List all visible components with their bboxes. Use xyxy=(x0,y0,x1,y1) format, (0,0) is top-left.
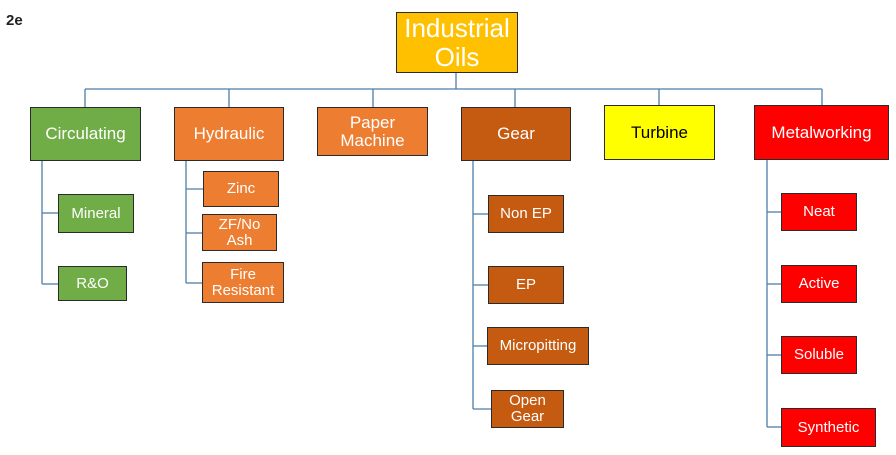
category-metalworking-label: Metalworking xyxy=(771,122,872,142)
child-open-gear-line2: Gear xyxy=(510,408,545,425)
child-non-ep-label: Non EP xyxy=(500,205,552,223)
child-soluble: Soluble xyxy=(781,336,857,374)
category-turbine-label: Turbine xyxy=(630,122,688,142)
child-synthetic: Synthetic xyxy=(781,408,876,447)
child-synthetic-label: Synthetic xyxy=(797,418,860,436)
category-hydraulic-label: Hydraulic xyxy=(193,124,265,144)
child-mineral-label: Mineral xyxy=(71,204,121,222)
category-paper-machine-line1: Paper xyxy=(349,112,396,132)
root-node-industrial-oils: Industrial Oils xyxy=(396,12,518,73)
child-zf-no-ash: ZF/No Ash xyxy=(202,214,277,251)
category-turbine: Turbine xyxy=(604,105,715,160)
root-label-line2: Oils xyxy=(434,41,480,72)
child-micropitting: Micropitting xyxy=(487,327,589,365)
category-gear-label: Gear xyxy=(497,124,535,144)
child-zf-no-ash-line2: Ash xyxy=(226,231,253,249)
child-neat: Neat xyxy=(781,193,857,231)
category-circulating-label: Circulating xyxy=(45,124,126,144)
category-metalworking: Metalworking xyxy=(754,105,889,160)
child-open-gear-line1: Open xyxy=(509,392,546,410)
child-open-gear: Open Gear xyxy=(491,390,564,428)
child-non-ep: Non EP xyxy=(488,195,564,233)
category-hydraulic: Hydraulic xyxy=(174,107,284,161)
child-ep-label: EP xyxy=(515,276,536,294)
child-fire-resistant-line1: Fire xyxy=(230,265,256,283)
child-r-and-o-label: R&O xyxy=(76,274,109,292)
slide-label: 2e xyxy=(6,12,23,29)
root-label-line1: Industrial xyxy=(404,12,510,43)
child-neat-label: Neat xyxy=(803,203,835,221)
category-gear: Gear xyxy=(461,107,571,161)
category-paper-machine: Paper Machine xyxy=(317,107,428,156)
child-soluble-label: Soluble xyxy=(793,346,845,364)
child-mineral: Mineral xyxy=(58,194,134,233)
child-zinc: Zinc xyxy=(203,171,279,207)
child-ep: EP xyxy=(488,266,564,304)
child-r-and-o: R&O xyxy=(58,266,127,301)
category-circulating: Circulating xyxy=(30,107,141,161)
child-active-label: Active xyxy=(798,275,840,293)
child-micropitting-label: Micropitting xyxy=(499,337,577,355)
category-paper-machine-line2: Machine xyxy=(340,130,405,150)
child-fire-resistant: Fire Resistant xyxy=(202,262,284,303)
child-zf-no-ash-line1: ZF/No xyxy=(218,215,261,233)
child-zinc-label: Zinc xyxy=(226,180,256,198)
child-active: Active xyxy=(781,265,857,303)
child-fire-resistant-line2: Resistant xyxy=(211,281,275,299)
